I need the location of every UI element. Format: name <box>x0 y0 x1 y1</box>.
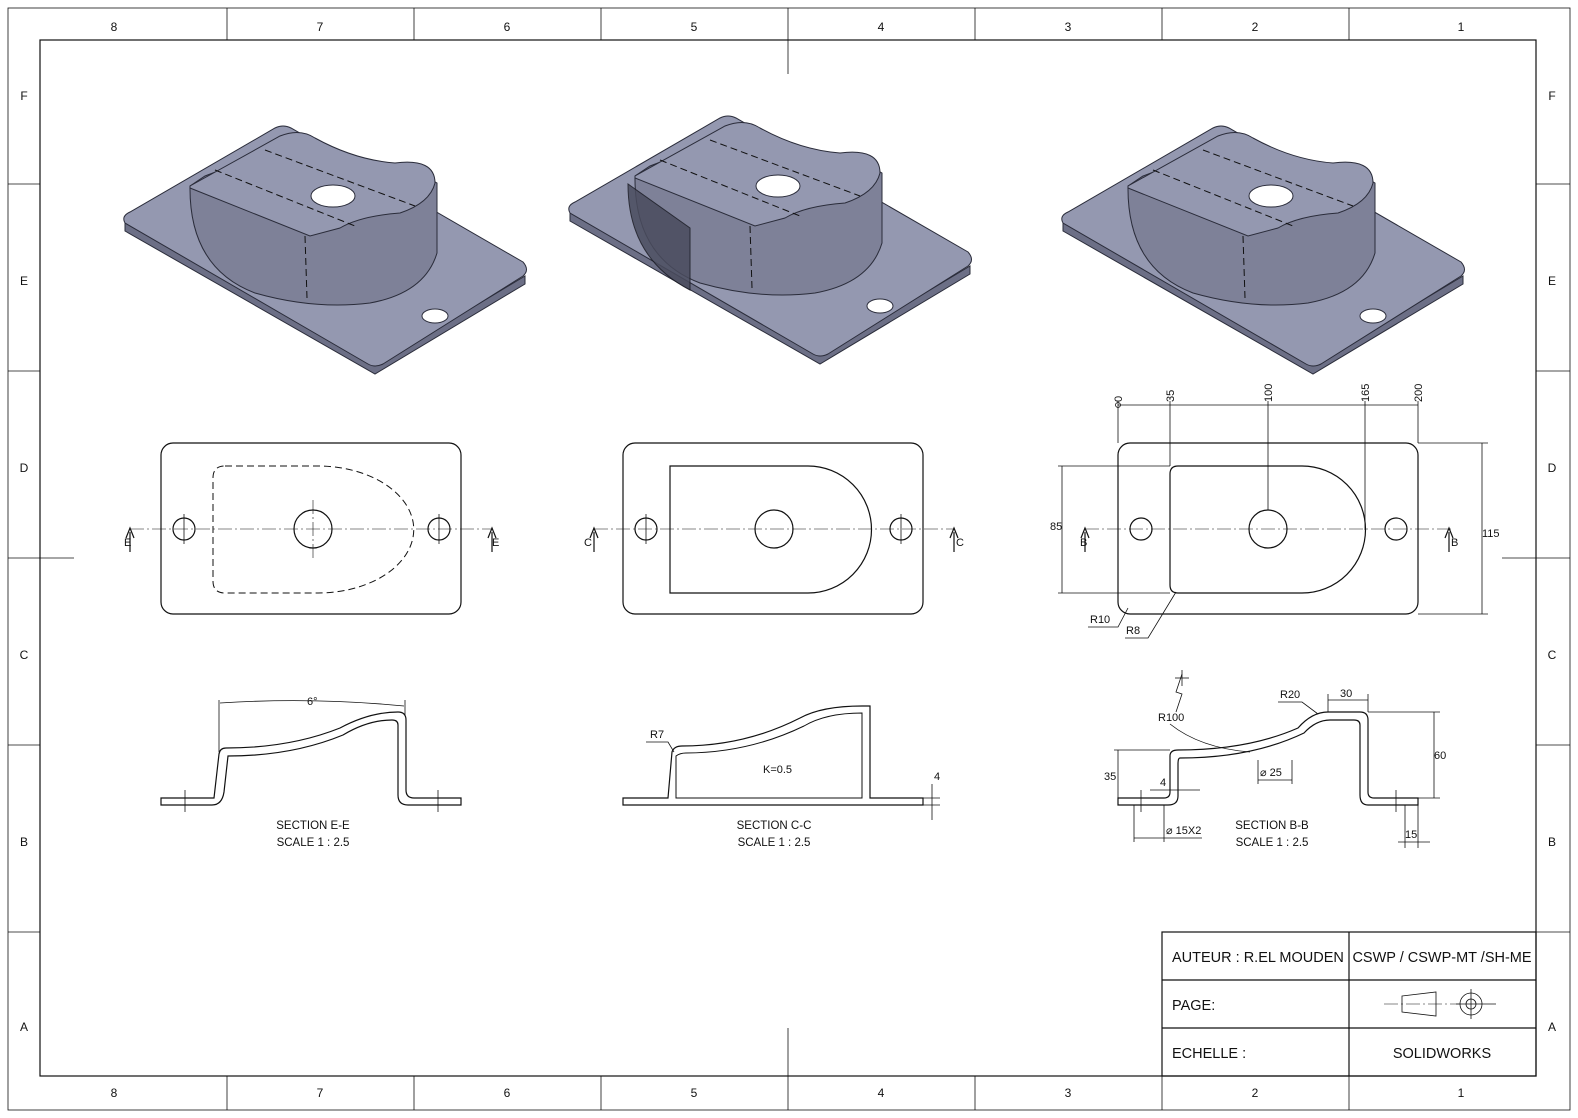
row-label: D <box>20 461 29 475</box>
outer-frame <box>7 7 1571 1111</box>
top-view-c: C C <box>584 442 964 615</box>
section-b-b: R100 R20 30 60 35 4 ⌀ 25 ⌀ 15X2 15 SECTI… <box>1104 670 1446 849</box>
row-label: E <box>20 274 28 288</box>
scale-label: ECHELLE : <box>1172 1046 1246 1062</box>
projection-symbol-icon <box>1384 989 1496 1019</box>
cert-label: CSWP / CSWP-MT /SH-ME <box>1352 950 1531 966</box>
zone-dividers <box>8 8 1570 1110</box>
ordinate-0: 0 <box>1113 396 1125 402</box>
section-scale: SCALE 1 : 2.5 <box>277 837 350 849</box>
col-label: 1 <box>1458 1086 1465 1100</box>
top-view-b: B B 0 35 100 165 200 85 115 R10 R8 <box>1050 384 1500 639</box>
row-label: E <box>1548 274 1556 288</box>
iso-view-left <box>123 125 528 375</box>
col-label: 8 <box>111 20 118 34</box>
ordinate-165: 165 <box>1360 384 1372 402</box>
section-scale: SCALE 1 : 2.5 <box>1236 837 1309 849</box>
section-c-c: R7 K=0.5 4 SECTION C-C SCALE 1 : 2.5 <box>622 705 940 849</box>
row-label: F <box>1548 89 1555 103</box>
ordinate-100: 100 <box>1263 384 1275 402</box>
radius-r8: R8 <box>1126 625 1140 637</box>
section-caption: SECTION E-E <box>276 820 350 832</box>
radius-r10: R10 <box>1090 614 1110 626</box>
section-caption: SECTION B-B <box>1235 820 1309 832</box>
top-view-e: E E <box>124 442 499 615</box>
dim-85: 85 <box>1050 521 1062 533</box>
ordinate-200: 200 <box>1413 384 1425 402</box>
section-marker: B <box>1080 537 1087 549</box>
holes-dia: ⌀ 15X2 <box>1166 825 1201 837</box>
row-label: C <box>1548 648 1557 662</box>
dia-25: ⌀ 25 <box>1260 767 1282 779</box>
zone-labels-top: 8 7 6 5 4 3 2 1 <box>111 20 1465 34</box>
author-label: AUTEUR : R.EL MOUDEN <box>1172 950 1344 966</box>
col-label: 8 <box>111 1086 118 1100</box>
dim-15: 15 <box>1405 829 1417 841</box>
radius-r7: R7 <box>650 729 664 741</box>
section-marker: E <box>492 537 499 549</box>
radius-r100: R100 <box>1158 712 1184 724</box>
col-label: 6 <box>504 20 511 34</box>
zone-labels-bottom: 8 7 6 5 4 3 2 1 <box>111 1086 1465 1100</box>
page-label: PAGE: <box>1172 998 1215 1014</box>
dim-35: 35 <box>1104 771 1116 783</box>
section-marker: C <box>584 537 592 549</box>
row-label: A <box>1548 1020 1556 1034</box>
row-label: D <box>1548 461 1557 475</box>
iso-view-right <box>1061 125 1465 375</box>
col-label: 2 <box>1252 20 1259 34</box>
col-label: 5 <box>691 20 698 34</box>
col-label: 2 <box>1252 1086 1259 1100</box>
zone-labels-left: F E D C B A <box>20 89 29 1034</box>
angle-6: 6° <box>307 696 318 708</box>
section-scale: SCALE 1 : 2.5 <box>738 837 811 849</box>
col-label: 7 <box>317 20 324 34</box>
k-factor: K=0.5 <box>763 764 792 776</box>
section-marker: B <box>1451 537 1458 549</box>
dim-60: 60 <box>1434 750 1446 762</box>
dim-115: 115 <box>1482 528 1500 540</box>
col-label: 3 <box>1065 1086 1072 1100</box>
software-label: SOLIDWORKS <box>1393 1046 1491 1062</box>
row-label: A <box>20 1020 28 1034</box>
row-label: C <box>20 648 29 662</box>
col-label: 4 <box>878 1086 885 1100</box>
col-label: 3 <box>1065 20 1072 34</box>
radius-r20: R20 <box>1280 689 1300 701</box>
row-label: F <box>20 89 27 103</box>
section-e-e: 6° SECTION E-E SCALE 1 : 2.5 <box>160 696 462 849</box>
dim-30: 30 <box>1340 688 1352 700</box>
section-marker: E <box>124 537 131 549</box>
ordinate-35: 35 <box>1165 390 1177 402</box>
zone-labels-right: F E D C B A <box>1548 89 1557 1034</box>
title-block: AUTEUR : R.EL MOUDEN CSWP / CSWP-MT /SH-… <box>1161 931 1537 1077</box>
dim-4: 4 <box>1160 777 1166 789</box>
col-label: 7 <box>317 1086 324 1100</box>
row-label: B <box>20 835 28 849</box>
col-label: 6 <box>504 1086 511 1100</box>
section-marker: C <box>956 537 964 549</box>
col-label: 4 <box>878 20 885 34</box>
row-label: B <box>1548 835 1556 849</box>
section-caption: SECTION C-C <box>737 820 812 832</box>
thickness-4: 4 <box>934 771 940 783</box>
col-label: 5 <box>691 1086 698 1100</box>
iso-view-center <box>568 115 972 365</box>
col-label: 1 <box>1458 20 1465 34</box>
